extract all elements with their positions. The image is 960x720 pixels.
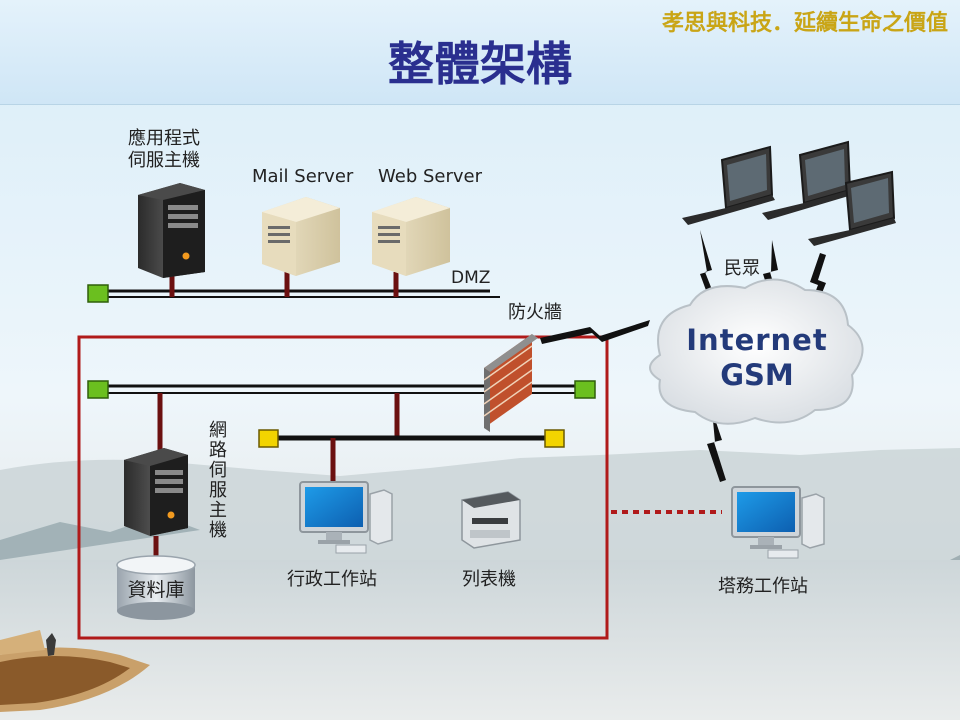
page-title: 整體架構 bbox=[388, 37, 572, 91]
printer-label: 列表機 bbox=[462, 569, 516, 590]
app-server-icon bbox=[138, 183, 205, 278]
intranet-boundary bbox=[77, 335, 609, 640]
tower-workstation-icon bbox=[731, 486, 825, 559]
header-band bbox=[0, 0, 960, 105]
firewall-icon bbox=[483, 334, 538, 432]
firewall-label: 防火牆 bbox=[508, 302, 562, 323]
network-server-icon bbox=[124, 448, 188, 558]
office-terminator-right bbox=[544, 429, 565, 448]
app-server-label-line2: 伺服主機 bbox=[128, 150, 200, 171]
wan-links bbox=[540, 230, 826, 482]
dmz-terminator-node bbox=[87, 284, 109, 303]
network-server-label: 網路伺服主機 bbox=[206, 420, 227, 540]
admin-workstation-icon bbox=[299, 481, 393, 554]
dmz-label: DMZ bbox=[451, 268, 491, 288]
laptop-icon-3 bbox=[808, 170, 896, 246]
gsm-label: GSM bbox=[720, 358, 794, 392]
internet-cloud-icon bbox=[649, 278, 864, 425]
slogan: 孝思與科技．延續生命之價值 bbox=[661, 11, 948, 36]
lan-terminator-left bbox=[87, 380, 109, 399]
lan-terminator-right bbox=[574, 380, 596, 399]
web-server-icon bbox=[372, 197, 450, 276]
public-label: 民眾 bbox=[724, 258, 760, 279]
web-server-label: Web Server bbox=[378, 166, 482, 187]
database-label: 資料庫 bbox=[127, 579, 185, 601]
mail-server-icon bbox=[262, 197, 340, 276]
office-terminator-left bbox=[258, 429, 279, 448]
office-bus bbox=[258, 429, 565, 482]
admin-workstation-label: 行政工作站 bbox=[287, 569, 377, 590]
internet-label: Internet bbox=[686, 323, 828, 357]
mail-server-label: Mail Server bbox=[252, 166, 354, 187]
database-icon bbox=[116, 555, 196, 620]
app-server-label: 應用程式 伺服主機 bbox=[128, 128, 200, 172]
printer-icon bbox=[461, 491, 521, 549]
laptop-icon-1 bbox=[682, 145, 775, 225]
app-server-label-line1: 應用程式 bbox=[128, 128, 200, 149]
dmz-bus bbox=[87, 272, 500, 303]
tower-workstation-label: 塔務工作站 bbox=[718, 576, 808, 597]
laptop-icon-2 bbox=[762, 140, 852, 220]
